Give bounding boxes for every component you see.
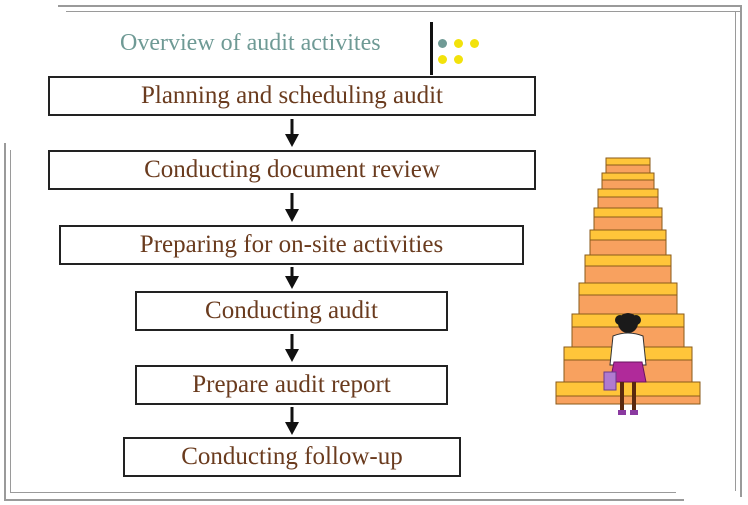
arrow-down-icon — [285, 267, 299, 289]
yellow-dot-icon — [438, 55, 447, 64]
step-planning-scheduling: Planning and scheduling audit — [48, 76, 536, 116]
step-conducting-audit: Conducting audit — [135, 291, 448, 331]
yellow-dot-icon — [454, 39, 463, 48]
frame-left-line — [4, 143, 6, 501]
person-climbing-stairs-icon — [555, 157, 701, 415]
arrow-down-icon — [285, 119, 299, 147]
yellow-dot-icon — [470, 39, 479, 48]
step-onsite-preparation: Preparing for on-site activities — [59, 225, 524, 265]
frame-top-line-inner — [66, 11, 742, 12]
frame-bottom-line-inner — [10, 492, 676, 493]
frame-top-line — [58, 5, 742, 7]
arrow-down-icon — [285, 407, 299, 435]
staircase — [555, 157, 701, 405]
yellow-dot-icon — [454, 55, 463, 64]
gray-dot-icon — [438, 39, 447, 48]
title-divider — [430, 22, 433, 75]
frame-left-line-inner — [10, 150, 11, 493]
arrow-down-icon — [285, 334, 299, 362]
arrow-down-icon — [285, 193, 299, 222]
frame-right-line — [740, 5, 742, 497]
diagram-title: Overview of audit activites — [120, 30, 381, 56]
frame-right-line-inner — [735, 11, 736, 491]
step-audit-report: Prepare audit report — [135, 365, 448, 405]
person-figure — [603, 313, 647, 415]
step-document-review: Conducting document review — [48, 150, 536, 190]
frame-bottom-line — [4, 499, 684, 501]
step-follow-up: Conducting follow-up — [123, 437, 461, 477]
